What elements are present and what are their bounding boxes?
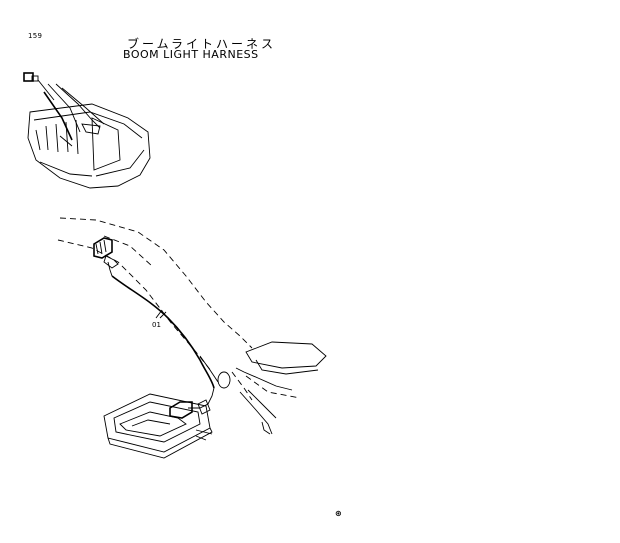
location-thumbnail bbox=[23, 72, 151, 189]
page-title-japanese: ブームライトハーネス bbox=[127, 37, 277, 51]
footer-mark: ⊛ bbox=[335, 509, 342, 518]
part-callout-01: 01 bbox=[152, 321, 161, 329]
boom-outline bbox=[57, 217, 253, 401]
page-title-english: BOOM LIGHT HARNESS bbox=[123, 48, 259, 61]
frame-bracket bbox=[103, 393, 213, 459]
boom-light bbox=[93, 237, 119, 277]
page-number: 159 bbox=[28, 32, 43, 40]
harness-wire bbox=[111, 275, 219, 409]
callout-leader bbox=[155, 309, 163, 319]
boom-foot bbox=[217, 341, 327, 435]
